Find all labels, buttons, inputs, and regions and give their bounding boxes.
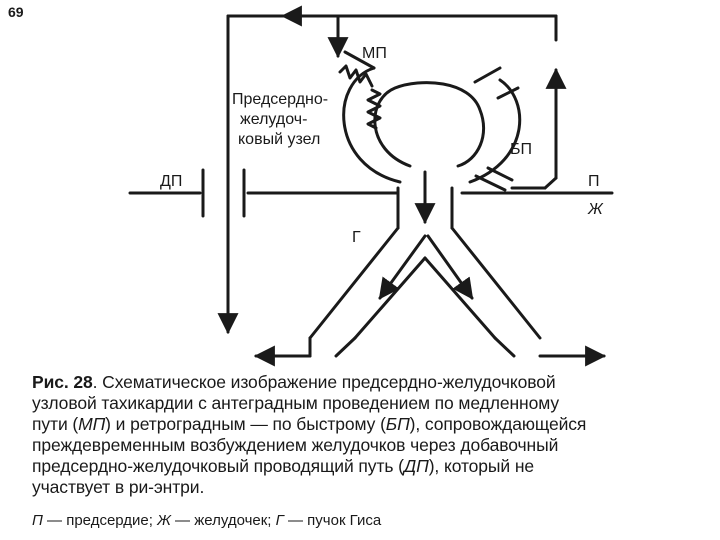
label-slow-path: МП bbox=[362, 45, 387, 62]
caption-line-3: пути (МП) и ретроградным — по быстрому (… bbox=[32, 414, 702, 435]
legend-p-text: — предсердие; bbox=[43, 512, 157, 529]
label-atrium: П bbox=[588, 173, 600, 190]
label-his-bundle: Г bbox=[352, 229, 361, 246]
slow-path-zigzag-a bbox=[340, 66, 372, 86]
caption-line-4: преждевременным возбуждением желудочков … bbox=[32, 435, 702, 456]
caption-line-2: узловой тахикардии с антеградным проведе… bbox=[32, 393, 702, 414]
branch-right-outer bbox=[452, 228, 540, 338]
node-ring-inner bbox=[375, 83, 484, 166]
ventricle-left-join bbox=[336, 338, 355, 356]
fast-path-stub-bottom2 bbox=[476, 176, 505, 190]
slow-path-zigzag-b bbox=[368, 90, 380, 128]
fast-path-stub-bottom bbox=[488, 168, 512, 180]
caption-line-5: предсердно-желудочковый проводящий путь … bbox=[32, 456, 702, 477]
legend-g-text: — пучок Гиса bbox=[284, 512, 381, 529]
caption-line-6: участвует в ри-энтри. bbox=[32, 477, 702, 498]
label-fast-path: БП bbox=[510, 141, 532, 158]
legend-g-symbol: Г bbox=[276, 512, 284, 529]
av-nodal-tachycardia-diagram: МП Предсердно- желудоч- ковый узел БП ДП… bbox=[0, 0, 720, 370]
label-node-line2: желудоч- bbox=[240, 111, 307, 128]
figure-label: Рис. 28 bbox=[32, 372, 93, 392]
node-entry-right bbox=[475, 68, 500, 82]
label-node-line3: ковый узел bbox=[238, 131, 320, 148]
caption-line-1: Рис. 28. Схематическое изображение предс… bbox=[32, 372, 702, 393]
label-node-line1: Предсердно- bbox=[232, 91, 328, 108]
label-accessory-path: ДП bbox=[160, 173, 182, 190]
figure-legend: П — предсердие; Ж — желудочек; Г — пучок… bbox=[32, 512, 381, 529]
legend-zh-symbol: Ж bbox=[157, 512, 171, 529]
right-loop-bottom bbox=[545, 178, 556, 188]
ventricle-right-join bbox=[495, 338, 514, 356]
label-ventricle: Ж bbox=[587, 201, 604, 218]
legend-zh-text: — желудочек; bbox=[171, 512, 276, 529]
legend-p-symbol: П bbox=[32, 512, 43, 529]
figure-caption: Рис. 28. Схематическое изображение предс… bbox=[32, 372, 702, 498]
